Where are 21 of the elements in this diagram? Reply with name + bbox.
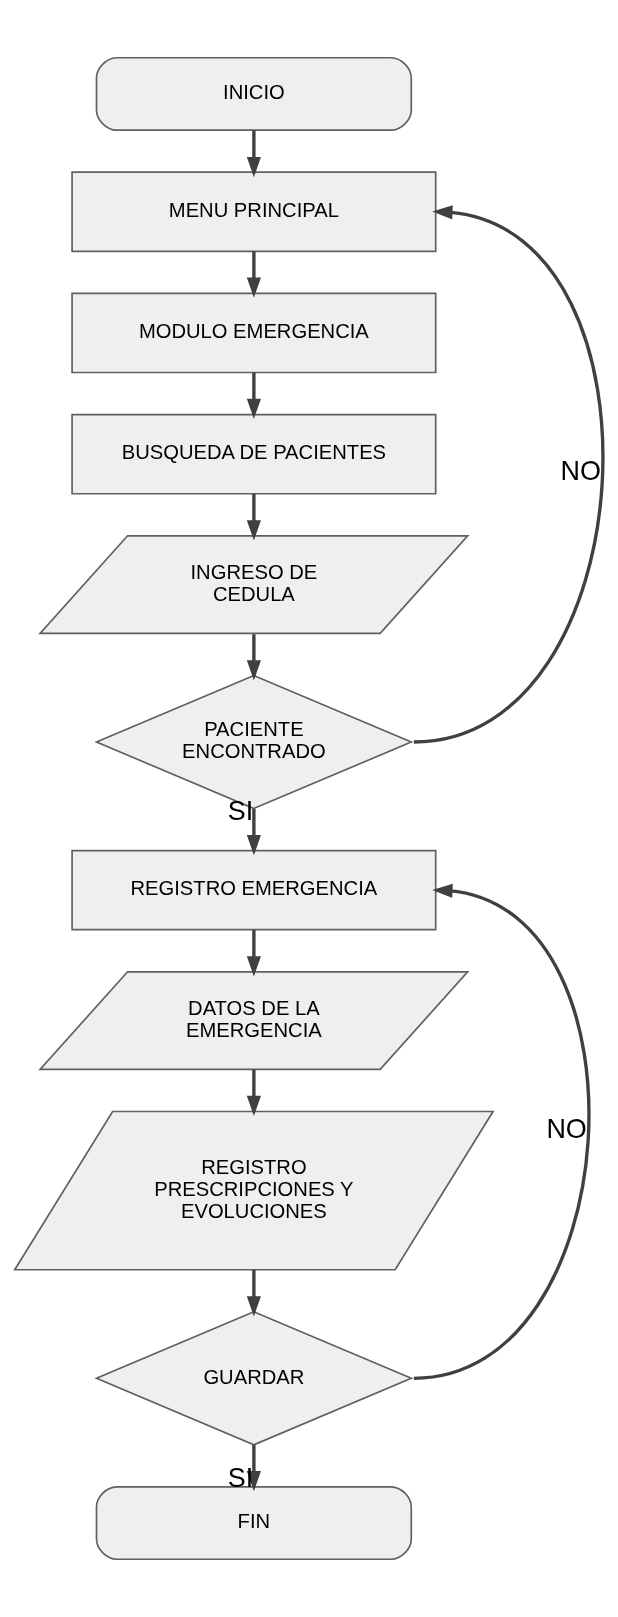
edge-label: NO <box>560 456 601 487</box>
arrow <box>246 1444 261 1492</box>
node-box: BUSQUEDA DE PACIENTES <box>71 413 437 495</box>
arrow <box>413 883 590 1380</box>
arrow <box>413 205 604 744</box>
arrow <box>246 493 261 541</box>
arrow <box>246 372 261 419</box>
arrow <box>246 251 261 298</box>
arrow <box>246 130 261 178</box>
arrow <box>246 808 261 856</box>
node-box: MODULO EMERGENCIA <box>71 292 437 374</box>
arrow <box>246 1269 261 1317</box>
arrow <box>246 929 261 977</box>
node-box: INICIO <box>95 56 413 131</box>
node-box: REGISTRO EMERGENCIA <box>71 849 437 931</box>
edge-label: NO <box>546 1114 587 1145</box>
node-box: MENU PRINCIPAL <box>71 171 437 253</box>
node-diamond: GUARDAR <box>94 1310 414 1446</box>
arrow <box>246 1069 261 1117</box>
node-box: FIN <box>95 1486 413 1561</box>
arrow <box>246 634 261 681</box>
